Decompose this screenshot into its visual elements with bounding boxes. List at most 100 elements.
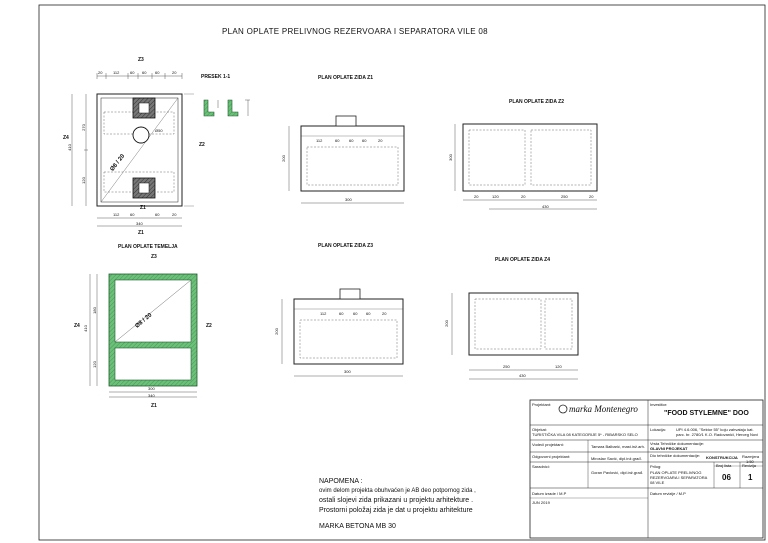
wall-z1-dim-2: 60 [335,138,340,143]
foundation-left-dim-total: 410 [82,325,88,332]
top-dim-3: 60 [130,70,135,75]
note-line-1: ovim delom projekta obuhvaćen je AB deo … [319,488,476,494]
wall-z2-dim-1: 20 [474,194,479,199]
foundation-label-z1: Z1 [151,403,157,409]
top-dim-6: 20 [172,70,177,75]
tb-lokacija-label: Lokacija: [650,427,666,432]
wall-z2-title: PLAN OPLATE ZIDA Z2 [509,99,564,105]
left-dim-2: 120 [80,177,86,184]
tb-investitor-label: Investitor: [650,402,668,407]
wall-z3-title: PLAN OPLATE ZIDA Z3 [318,243,373,249]
foundation-label-z4: Z4 [74,323,80,329]
wall-z1-dim-1: 112 [316,138,323,143]
total-width-dim: 340 [136,221,143,226]
wall-z3-elevation [281,288,404,377]
tb-dio-label: Dio tehničke dokumentacije: [650,453,701,458]
tb-razmera: 1:50 [746,459,754,464]
wall-z4-dim-1: 250 [503,364,510,369]
section-title: PRESEK 1-1 [201,74,231,80]
top-dim-2: 112 [113,70,120,75]
tb-odg-label: Odgovorni projektant: [532,454,571,459]
sheet-border [38,4,766,541]
wall-z3-dim-4: 60 [366,311,371,316]
bottom-dim-1: 112 [113,212,120,217]
tb-odg: Miroslav Savić, dipl.inž.građ. [591,456,642,461]
wall-z1-total: 300 [345,197,352,202]
left-dim-1: 270 [80,124,86,131]
tb-lokacija: UPI 4.6.006, "Sektor 55" koju zahvataju … [676,427,759,437]
tb-dio: KONSTRUKCIJA [706,455,738,460]
top-plan-label-z4: Z4 [63,135,69,141]
wall-z1-title: PLAN OPLATE ZIDA Z1 [318,75,373,81]
wall-z4-dim-2: 120 [555,364,562,369]
top-dim-1: 20 [98,70,103,75]
tb-projektant-label: Projektant: [532,402,552,407]
wall-z2-elevation [454,123,598,210]
wall-z2-dim-5: 20 [589,194,594,199]
wall-z2-dim-3: 20 [521,194,526,199]
tb-vodeci-label: Vodeći projektant: [532,442,564,447]
top-dim-4: 60 [142,70,147,75]
bottom-dim-3: 60 [155,212,160,217]
foundation-label-z3: Z3 [151,254,157,260]
wall-z1-elevation [288,115,405,204]
top-plan-inner-z1: Z1 [140,205,146,211]
tb-rev-number: 1 [748,473,753,482]
company-logo-icon [558,404,568,414]
tb-list-number: 06 [722,473,731,482]
top-plan [71,73,194,227]
top-plan-label-z3: Z3 [138,57,144,63]
top-plan-pipe-label: Ø50 [155,128,163,133]
wall-z1-height: 200 [280,155,286,162]
wall-z4-height: 200 [443,320,449,327]
wall-z3-total: 300 [344,369,351,374]
tb-list-label: Broj lista [716,463,732,468]
note-line-2: ostali slojevi zida prikazani u projektu… [319,497,474,504]
left-dim-total: 410 [66,144,72,151]
wall-z2-dim-4: 250 [561,194,568,199]
note-heading: NAPOMENA : [319,478,363,485]
wall-z4-title: PLAN OPLATE ZIDA Z4 [495,257,550,263]
top-plan-label-z1: Z1 [138,230,144,236]
wall-z2-height: 300 [447,154,453,161]
tb-objekat: TURISTIČKA VILA 08 KATEGORIJE 5* - RIBAR… [532,432,638,437]
wall-z1-dim-5: 20 [378,138,383,143]
tb-saradnik: Goran Pavlović, dipl.inž.građ. [591,470,644,475]
wall-z2-total: 430 [542,204,549,209]
top-dim-5: 60 [155,70,160,75]
foundation-plan [89,273,198,398]
foundation-label-z2: Z2 [206,323,212,329]
tb-prilog: PLAN OPLATE PRELIVNOG REZERVOARA I SEPAR… [650,470,708,485]
wall-z1-dim-4: 60 [362,138,367,143]
wall-z2-dim-2: 120 [492,194,499,199]
foundation-dim-outer: 340 [148,393,155,398]
tb-prilog-label: Prilog: [650,464,662,469]
concrete-grade: MARKA BETONA MB 30 [319,523,396,530]
wall-z3-height: 200 [273,328,279,335]
tb-saradnik-label: Saradnici: [532,464,550,469]
wall-z1-dim-3: 60 [349,138,354,143]
wall-z3-dim-2: 60 [339,311,344,316]
section-1-1 [203,99,250,117]
tb-odgovorni: GLAVNI PROJEKAT [650,446,688,451]
foundation-left-dim-1: 180 [91,307,97,314]
bottom-dim-2: 60 [130,212,135,217]
company-logo-text: marka Montenegro [569,404,638,414]
note-line-3: Prostorni položaj zida je dat u projektu… [319,507,473,514]
tb-odgovorni-label: Vrsta Tehničke dokumentacije: [650,441,705,446]
wall-z3-dim-5: 20 [382,311,387,316]
tb-vodeci: Tamara Balbarić, mast.inž.arh. [591,444,646,449]
tb-datum-label: Datum izrade / M.P [532,491,567,496]
bottom-dim-4: 20 [172,212,177,217]
tb-objekat-label: Objekat: [532,427,547,432]
top-plan-label-z2: Z2 [199,142,205,148]
foundation-left-dim-2: 120 [91,361,97,368]
title-block-frame [529,399,764,539]
foundation-title: PLAN OPLATE TEMELJA [118,244,178,250]
wall-z4-elevation [451,292,579,380]
sheet-title: PLAN OPLATE PRELIVNOG REZERVOARA I SEPAR… [222,27,488,36]
tb-investitor: "FOOD STYLEMNE" DOO [664,410,749,417]
tb-razmera-label: Razmjera [742,454,760,459]
tb-datum: JUN 2019 [532,500,550,505]
